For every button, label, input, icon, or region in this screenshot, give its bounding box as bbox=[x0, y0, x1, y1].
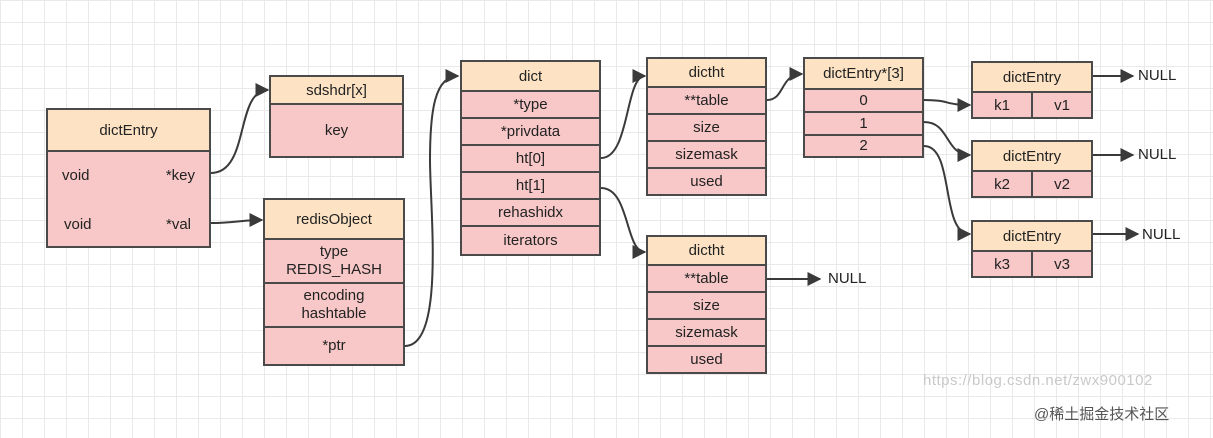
arrow-slot2-to-entry3 bbox=[923, 145, 972, 241]
dict-entry-val-field: *val bbox=[165, 216, 191, 233]
dict-entry-key-field: *key bbox=[165, 167, 195, 184]
dict-field-type: *type bbox=[462, 92, 599, 119]
dictht1-size: size bbox=[648, 293, 765, 320]
redis-object-type-label: type bbox=[319, 243, 349, 260]
entry-3-box: dictEntry k3 v3 bbox=[971, 220, 1093, 278]
redis-object-encoding-value: hashtable bbox=[301, 305, 367, 322]
sdshdr-title: sdshdr[x] bbox=[271, 77, 402, 105]
dictht1-used: used bbox=[690, 350, 723, 368]
entry-1-box: dictEntry k1 v1 bbox=[971, 61, 1093, 119]
watermark-url: https://blog.csdn.net/zwx900102 bbox=[923, 372, 1153, 389]
dict-entry-key-row: void *key bbox=[48, 152, 209, 202]
dictht0-size: size bbox=[648, 115, 765, 142]
table-slot-0: 0 bbox=[805, 90, 922, 113]
dictht1-box: dictht **table size sizemask used bbox=[646, 235, 767, 374]
dictht0-title: dictht bbox=[648, 59, 765, 88]
dict-field-ht1: ht[1] bbox=[462, 173, 599, 200]
dict-field-ht0: ht[0] bbox=[462, 146, 599, 173]
arrow-val-to-redisobject bbox=[210, 213, 264, 228]
arrow-table0-to-array bbox=[766, 67, 804, 101]
entry-2-title: dictEntry bbox=[973, 142, 1091, 172]
dict-field-rehashidx: rehashidx bbox=[462, 200, 599, 227]
table-array-box: dictEntry*[3] 0 1 2 bbox=[803, 57, 924, 158]
redis-object-type-value: REDIS_HASH bbox=[286, 261, 382, 278]
dict-entry-val-type: void bbox=[64, 216, 92, 233]
redis-object-title: redisObject bbox=[265, 200, 403, 240]
entry-2-val: v2 bbox=[1054, 175, 1070, 193]
entry-2-key: k2 bbox=[973, 172, 1033, 196]
entry-3-val: v3 bbox=[1054, 255, 1070, 273]
redis-object-encoding-label: encoding bbox=[303, 287, 365, 304]
dictht1-sizemask: sizemask bbox=[648, 320, 765, 347]
dict-field-iterators: iterators bbox=[503, 231, 558, 249]
dict-title: dict bbox=[462, 62, 599, 92]
null-label-entry-2: NULL bbox=[1138, 146, 1177, 163]
dictht1-table: **table bbox=[648, 266, 765, 293]
dictht0-used: used bbox=[690, 172, 723, 190]
arrow-ptr-to-dict bbox=[404, 69, 460, 347]
dict-entry-key-type: void bbox=[62, 167, 90, 184]
redis-object-box: redisObject type REDIS_HASH encoding has… bbox=[263, 198, 405, 366]
entry-1-val: v1 bbox=[1054, 96, 1070, 114]
entry-1-pair: k1 v1 bbox=[973, 93, 1091, 117]
null-label-dictht1: NULL bbox=[828, 270, 867, 287]
table-slot-2: 2 bbox=[859, 137, 868, 154]
dict-entry-box: dictEntry void *key void *val bbox=[46, 108, 211, 248]
dict-entry-val-row: void *val bbox=[48, 202, 209, 246]
redis-object-ptr: *ptr bbox=[322, 337, 346, 354]
arrow-slot0-to-entry1 bbox=[923, 97, 972, 112]
redis-object-encoding-row: encoding hashtable bbox=[265, 284, 403, 328]
arrow-ht0-to-dictht0 bbox=[600, 69, 647, 159]
entry-1-key: k1 bbox=[973, 93, 1033, 117]
entry-2-pair: k2 v2 bbox=[973, 172, 1091, 196]
entry-3-key: k3 bbox=[973, 252, 1033, 276]
entry-3-pair: k3 v3 bbox=[973, 252, 1091, 276]
sdshdr-key: key bbox=[324, 121, 349, 139]
dictht0-sizemask: sizemask bbox=[648, 142, 765, 169]
sdshdr-box: sdshdr[x] key bbox=[269, 75, 404, 158]
arrow-ht1-to-dictht1 bbox=[600, 187, 647, 259]
dict-box: dict *type *privdata ht[0] ht[1] rehashi… bbox=[460, 60, 601, 256]
entry-1-title: dictEntry bbox=[973, 63, 1091, 93]
table-array-title: dictEntry*[3] bbox=[805, 59, 922, 90]
dictht1-title: dictht bbox=[648, 237, 765, 266]
dict-entry-title: dictEntry bbox=[48, 110, 209, 152]
credit-text: @稀土掘金技术社区 bbox=[1034, 406, 1170, 423]
redis-object-type-row: type REDIS_HASH bbox=[265, 240, 403, 284]
arrow-slot1-to-entry2 bbox=[923, 121, 972, 162]
entry-3-title: dictEntry bbox=[973, 222, 1091, 252]
dictht0-table: **table bbox=[648, 88, 765, 115]
entry-2-box: dictEntry k2 v2 bbox=[971, 140, 1093, 198]
null-label-entry-1: NULL bbox=[1138, 67, 1177, 84]
dict-field-privdata: *privdata bbox=[462, 119, 599, 146]
table-slot-1: 1 bbox=[805, 113, 922, 136]
null-label-entry-3: NULL bbox=[1142, 226, 1181, 243]
dictht0-box: dictht **table size sizemask used bbox=[646, 57, 767, 196]
arrow-key-to-sdshdr bbox=[210, 83, 270, 174]
